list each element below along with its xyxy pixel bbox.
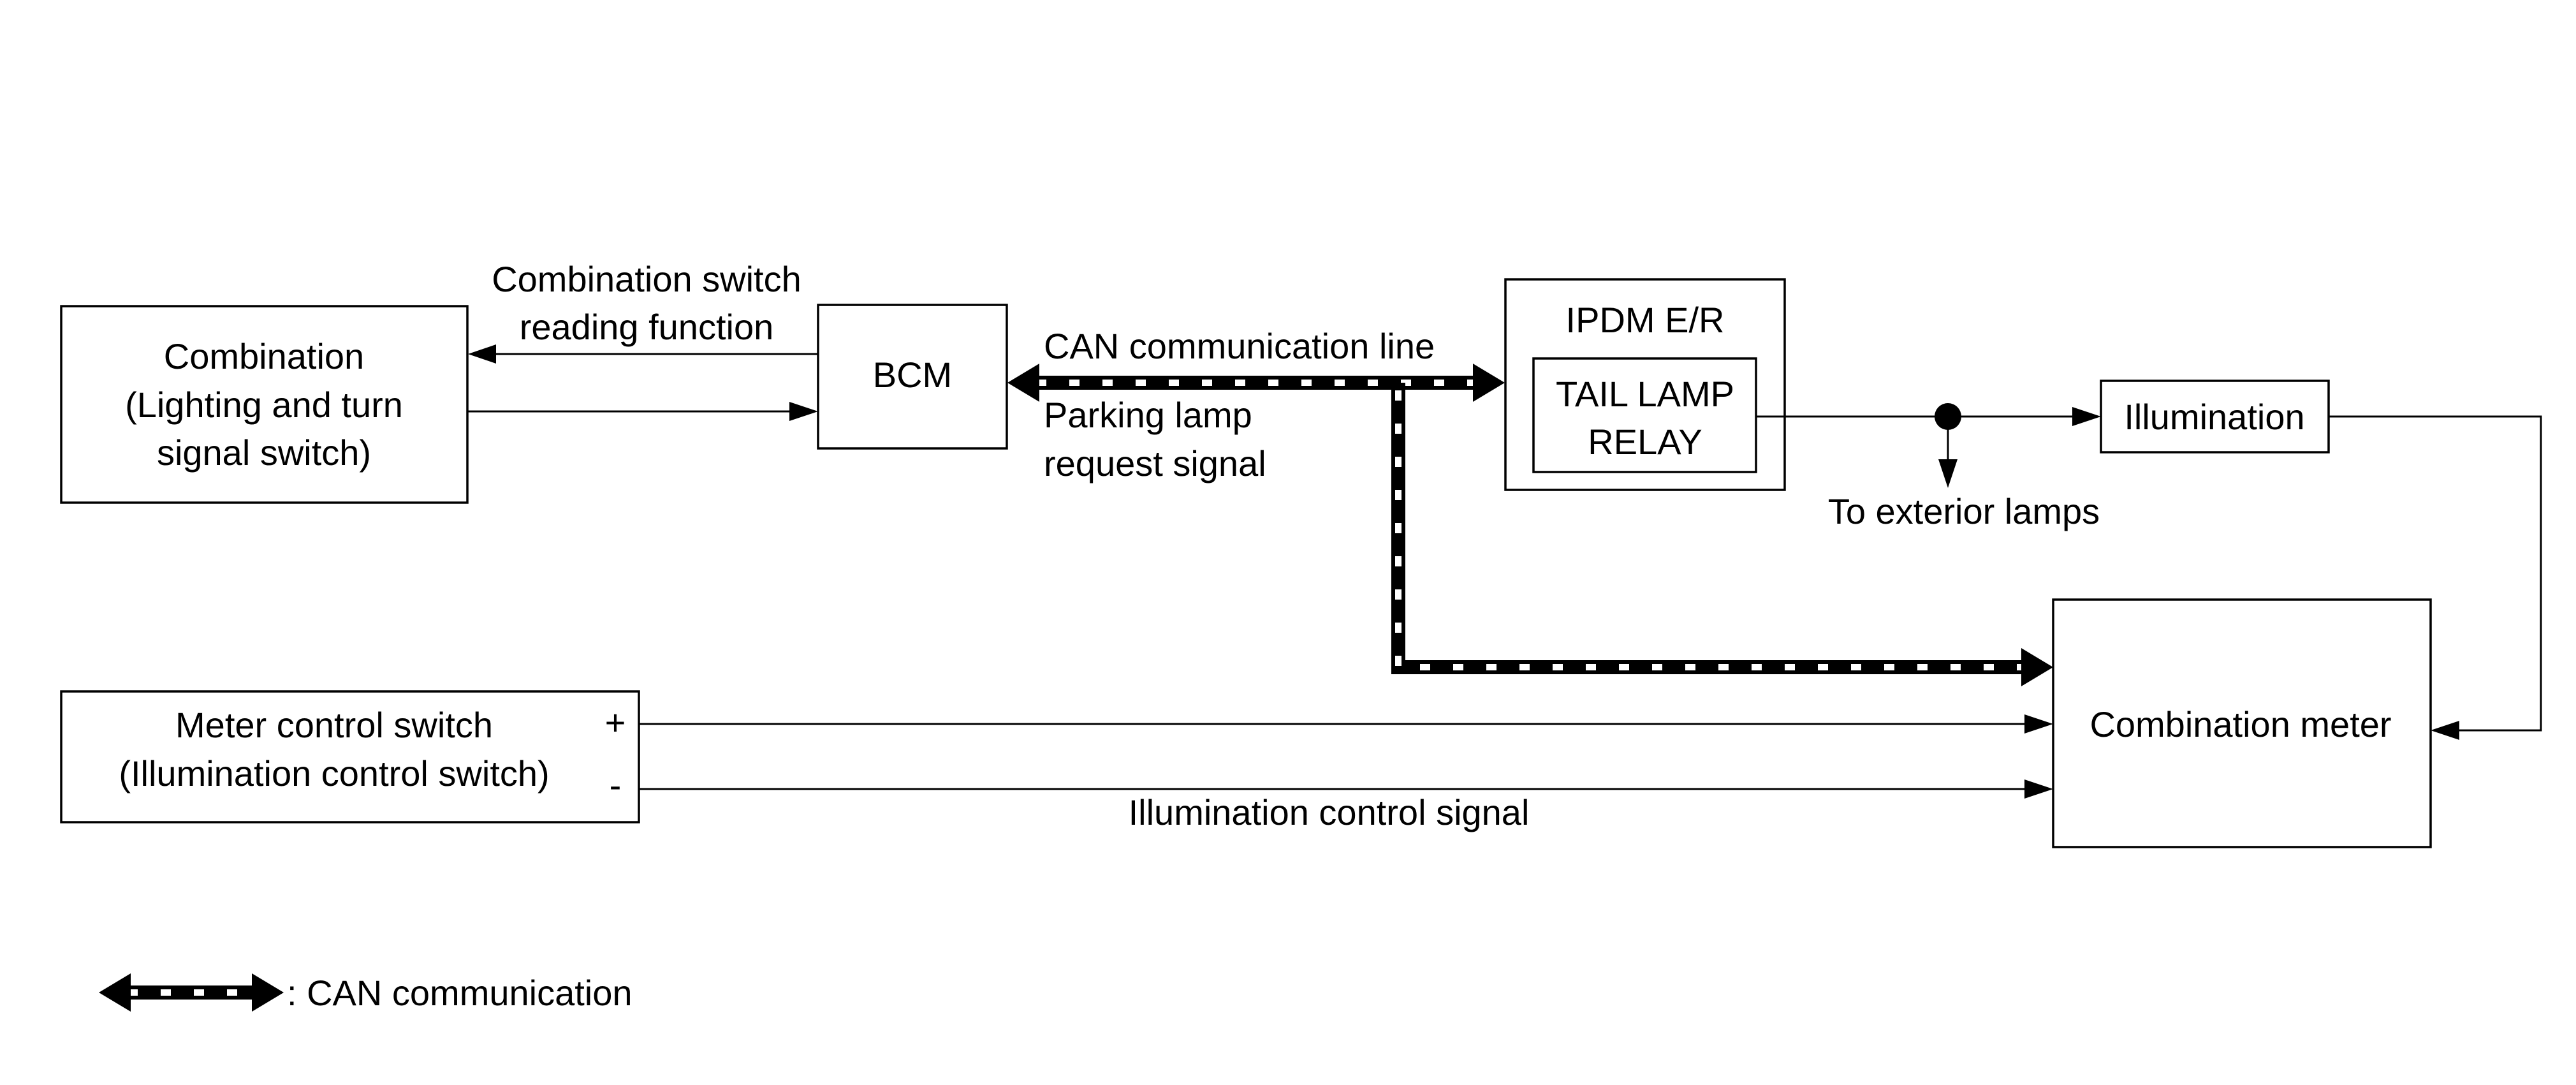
combination-switch-block: Combination (Lighting and turn signal sw… <box>60 305 469 504</box>
switch-to-bcm-arrowhead <box>789 402 818 421</box>
illumination-block: Illumination <box>2100 380 2330 454</box>
meter-control-switch-minus-terminal: - <box>610 765 622 805</box>
switch-reading-wire <box>468 344 818 364</box>
combination-meter-label: Combination meter <box>2089 704 2391 744</box>
combination-meter-block: Combination meter <box>2052 598 2432 848</box>
legend-can-label: : CAN communication <box>287 973 633 1013</box>
tail-lamp-relay-label-line2: RELAY <box>1588 422 1702 462</box>
to-exterior-lamps-arrowhead <box>1938 459 1958 488</box>
switch-reading-arrowhead <box>468 344 496 364</box>
legend: : CAN communication <box>99 973 633 1013</box>
bcm-block: BCM <box>817 304 1008 450</box>
parking-lamp-signal-label-line1: Parking lamp <box>1044 395 1252 435</box>
relay-to-illumination-arrowhead <box>2072 407 2101 426</box>
combination-switch-label-line3: signal switch) <box>157 432 371 473</box>
illumination-control-wire <box>639 779 2053 799</box>
meter-control-switch-block: Meter control switch (Illumination contr… <box>60 690 640 823</box>
illumination-label: Illumination <box>2124 397 2304 437</box>
legend-can-symbol <box>99 973 284 1012</box>
tail-lamp-relay-label-line1: TAIL LAMP <box>1556 374 1734 414</box>
combination-switch-label-line2: (Lighting and turn <box>125 385 403 425</box>
can-arrowhead-meter <box>2021 648 2053 686</box>
plus-signal-arrowhead <box>2024 714 2053 734</box>
can-arrowhead-bcm <box>1007 364 1039 402</box>
parking-lamp-signal-label-line2: request signal <box>1044 443 1266 483</box>
ipdm-block: IPDM E/R TAIL LAMP RELAY <box>1504 278 1786 491</box>
tail-lamp-relay-block: TAIL LAMP RELAY <box>1532 357 1757 473</box>
switch-reading-label-line1: Combination switch <box>492 259 801 299</box>
switch-reading-label-line2: reading function <box>520 307 774 347</box>
switch-to-bcm-wire <box>467 402 818 421</box>
ipdm-label: IPDM E/R <box>1566 300 1725 340</box>
illumination-control-arrowhead <box>2024 779 2053 799</box>
meter-control-switch-label-line1: Meter control switch <box>175 705 493 745</box>
can-communication-line-label: CAN communication line <box>1044 326 1435 366</box>
illumination-to-meter-wire <box>2329 415 2542 740</box>
can-bus-line <box>1007 364 2053 686</box>
to-exterior-lamps-label: To exterior lamps <box>1828 491 2100 531</box>
relay-output-wire <box>1756 403 2101 488</box>
meter-control-switch-label-line2: (Illumination control switch) <box>119 753 549 793</box>
meter-control-switch-plus-terminal: + <box>605 702 626 742</box>
combination-switch-label-line1: Combination <box>164 336 364 376</box>
bcm-label: BCM <box>873 355 952 395</box>
illumination-to-meter-arrowhead <box>2431 721 2459 740</box>
plus-signal-wire <box>639 714 2053 734</box>
can-arrowhead-ipdm <box>1473 364 1505 402</box>
illumination-control-signal-label: Illumination control signal <box>1129 792 1530 832</box>
